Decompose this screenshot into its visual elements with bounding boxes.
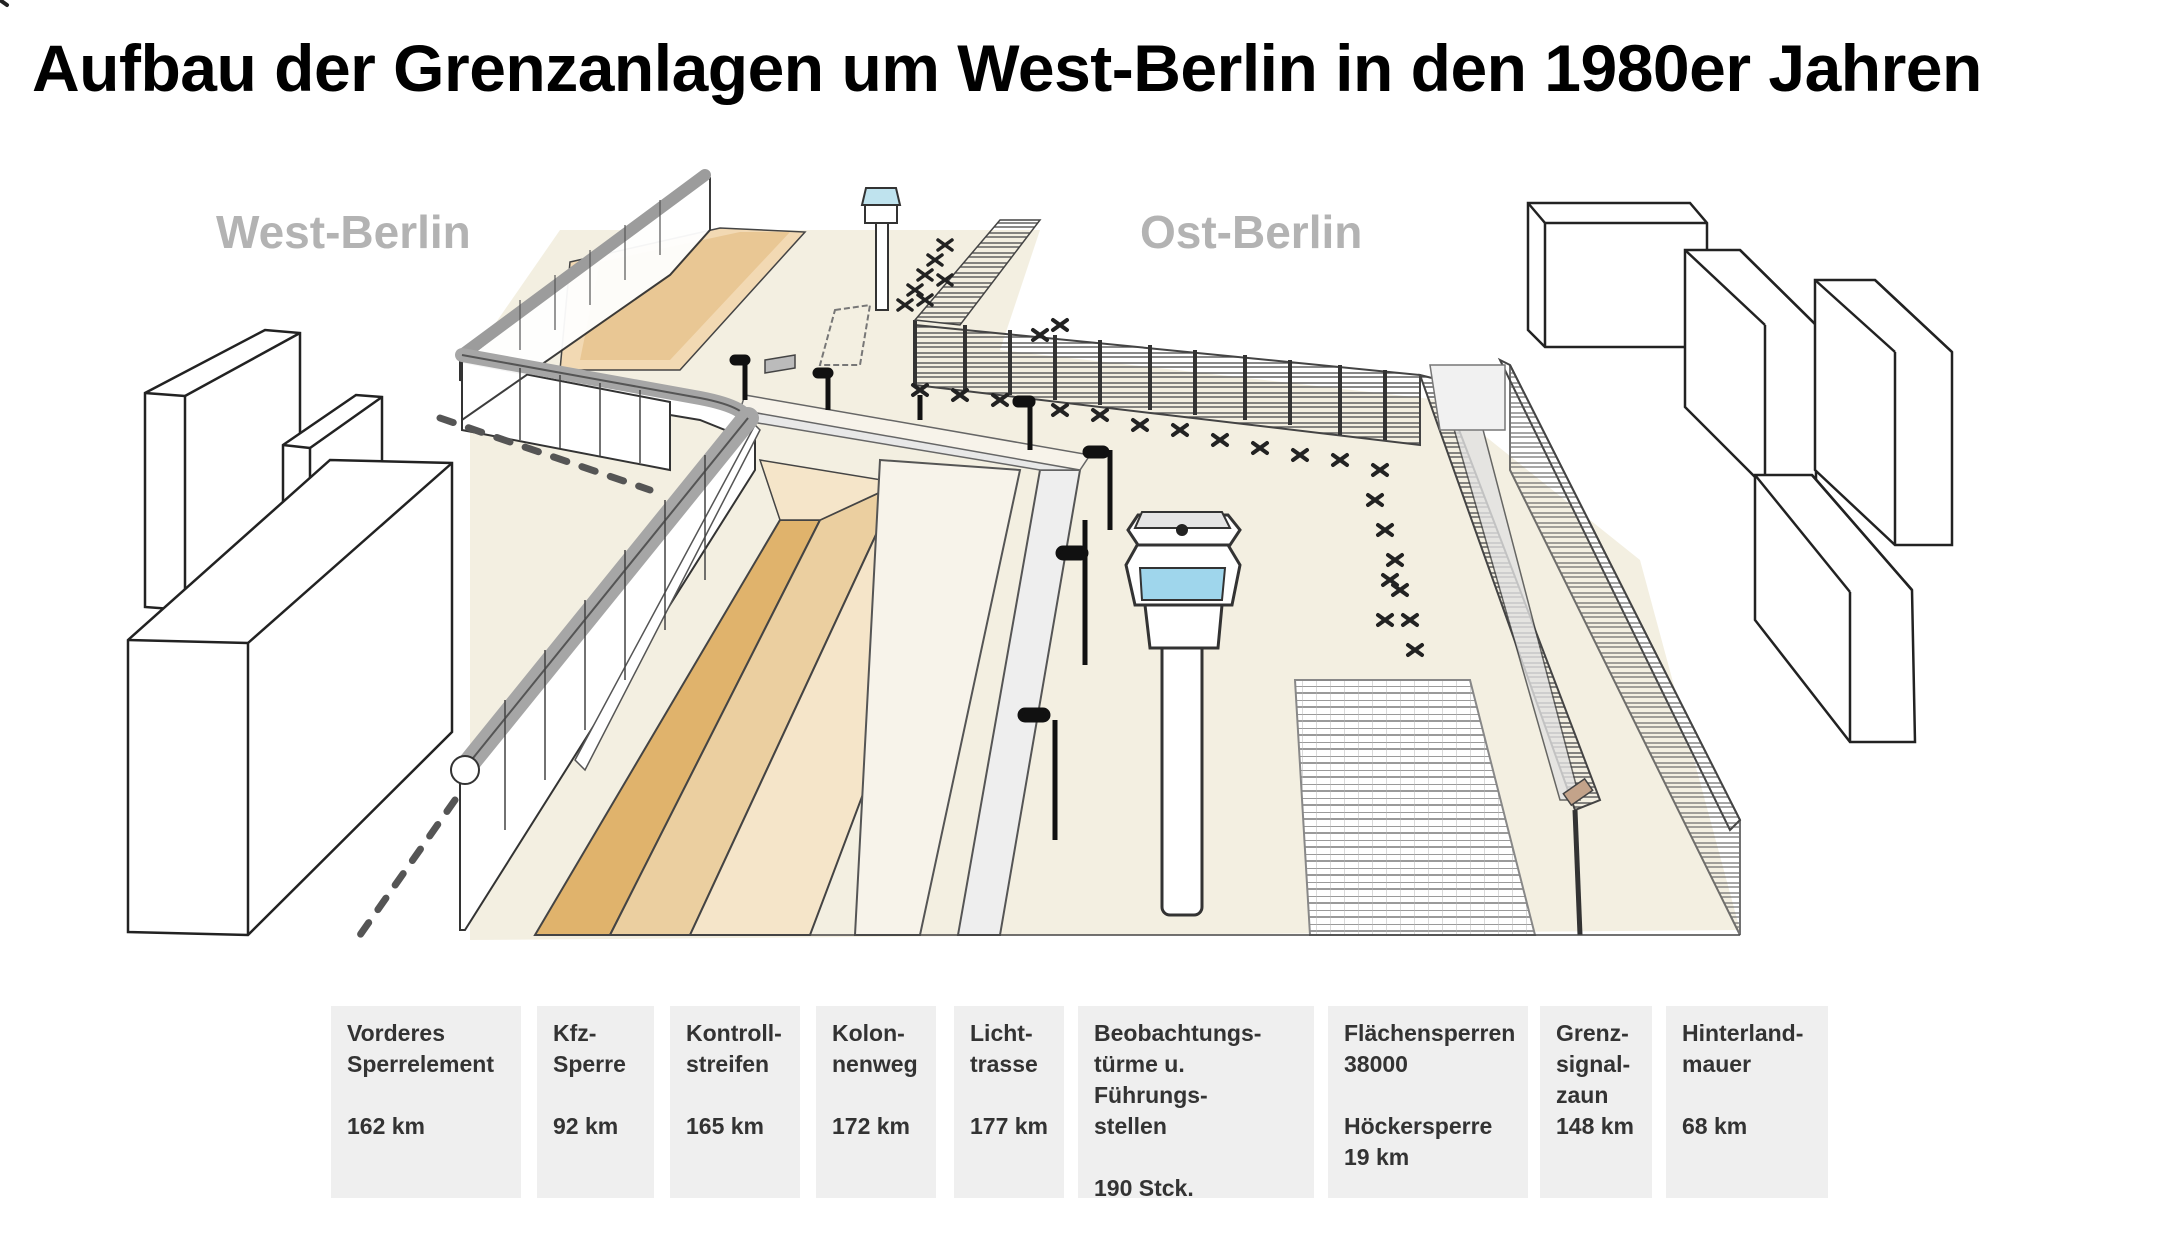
legend-vorderes-sperrelement: Vorderes Sperrelement 162 km xyxy=(331,1006,521,1198)
legend-label: Vorderes Sperrelement xyxy=(347,1020,495,1077)
lampposts xyxy=(729,354,1113,840)
legend-grenzsignalzaun: Grenz- signal- zaun 148 km xyxy=(1540,1006,1652,1198)
legend-value: 172 km xyxy=(832,1113,911,1139)
hoeckersperre xyxy=(0,0,1424,657)
legend-value: Höckersperre 19 km xyxy=(1344,1113,1493,1170)
legend-value: 92 km xyxy=(553,1113,619,1139)
page-title: Aufbau der Grenzanlagen um West-Berlin i… xyxy=(32,31,1982,105)
east-buildings xyxy=(1526,201,1954,744)
legend-label: Kfz- Sperre xyxy=(553,1020,626,1077)
legend-hinterlandmauer: Hinterland- mauer 68 km xyxy=(1666,1006,1828,1198)
legend-beobachtungstuerme: Beobachtungs- türme u. Führungs- stellen… xyxy=(1078,1006,1314,1201)
region-label-ost-berlin: Ost-Berlin xyxy=(1140,206,1363,258)
legend-value: 190 Stck. xyxy=(1094,1175,1194,1201)
legend-label: Beobachtungs- türme u. Führungs- stellen xyxy=(1094,1020,1262,1139)
legend-label: Flächensperren 38000 xyxy=(1344,1020,1516,1077)
watchtower-back xyxy=(860,187,902,311)
vorderes-sperrelement xyxy=(450,169,761,931)
street-markings xyxy=(356,414,654,939)
legend-value: 177 km xyxy=(970,1113,1049,1139)
legend-label: Hinterland- mauer xyxy=(1682,1020,1804,1077)
legend-kontrollstreifen: Kontroll- streifen 165 km xyxy=(670,1006,800,1198)
region-label-west-berlin: West-Berlin xyxy=(216,206,471,258)
legend-label: Licht- trasse xyxy=(970,1020,1038,1077)
legend-flaechensperren: Flächensperren 38000 Höckersperre 19 km xyxy=(1328,1006,1528,1198)
legend-label: Kontroll- streifen xyxy=(686,1020,782,1077)
legend-label: Kolon- nenweg xyxy=(832,1020,918,1077)
watchtower-front xyxy=(1124,511,1242,917)
legend-value: 162 km xyxy=(347,1113,426,1139)
west-buildings xyxy=(126,328,454,937)
legend-kfz-sperre: Kfz- Sperre 92 km xyxy=(537,1006,654,1198)
legend-value: 165 km xyxy=(686,1113,765,1139)
legend-label: Grenz- signal- zaun xyxy=(1556,1020,1631,1108)
legend-kolonnenweg: Kolon- nenweg 172 km xyxy=(816,1006,936,1198)
legend-value: 148 km xyxy=(1556,1113,1635,1139)
legend-lichttrasse: Licht- trasse 177 km xyxy=(954,1006,1064,1198)
legend-value: 68 km xyxy=(1682,1113,1748,1139)
